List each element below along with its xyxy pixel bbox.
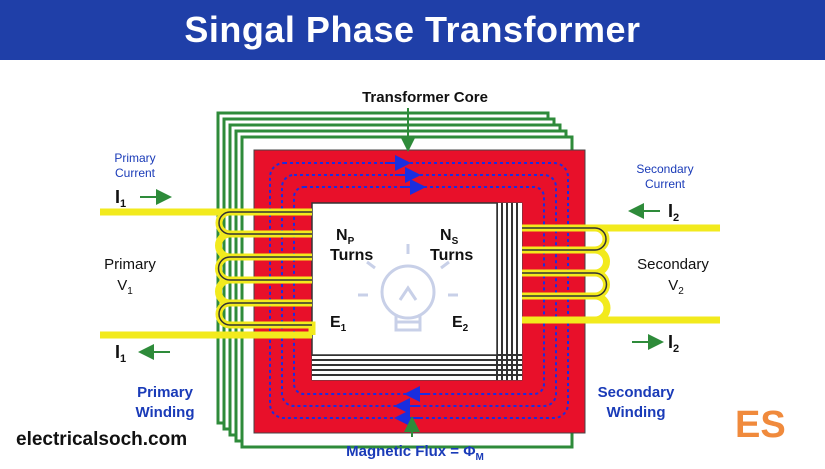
i2-out-label: I2 (668, 332, 679, 355)
secondary-winding (522, 224, 720, 324)
page-title: Singal Phase Transformer (184, 9, 641, 50)
transformer-core (253, 149, 586, 434)
primary-current-label-2: Current (115, 166, 156, 180)
np-label: NP (336, 227, 355, 247)
e1-label: E1 (330, 314, 347, 334)
core-label: Transformer Core (362, 89, 488, 106)
secondary-label: Secondary (637, 256, 709, 273)
transformer-diagram: Transformer Core Primary Current Seconda… (16, 89, 786, 463)
secondary-current-label-2: Current (645, 177, 686, 191)
primary-winding-label-2: Winding (135, 404, 194, 421)
secondary-current-label-1: Secondary (636, 162, 693, 176)
primary-label: Primary (104, 256, 156, 273)
diagram-stage: Transformer Core Primary Current Seconda… (0, 60, 825, 464)
light-bulb-icon (358, 244, 458, 332)
primary-winding (100, 208, 316, 339)
turns-s-label: Turns (430, 247, 473, 264)
secondary-winding-label-1: Secondary (598, 384, 675, 401)
secondary-winding-label-2: Winding (606, 404, 665, 421)
primary-winding-label-1: Primary (137, 384, 194, 401)
i2-in-label: I2 (668, 201, 679, 224)
ns-label: NS (440, 227, 459, 247)
es-logo-text: ES (735, 404, 786, 446)
primary-current-label-1: Primary (114, 151, 155, 165)
title-banner: Singal Phase Transformer (0, 0, 825, 60)
i1-in-label: I1 (115, 187, 126, 210)
i1-out-label: I1 (115, 342, 126, 365)
v1-label: V1 (117, 277, 133, 297)
es-logo-icon: ES (735, 404, 786, 446)
e2-label: E2 (452, 314, 469, 334)
v2-label: V2 (668, 277, 684, 297)
magnetic-flux-label: Magnetic Flux = ΦM (346, 443, 484, 463)
turns-p-label: Turns (330, 247, 373, 264)
site-url: electricalsoch.com (16, 429, 187, 450)
